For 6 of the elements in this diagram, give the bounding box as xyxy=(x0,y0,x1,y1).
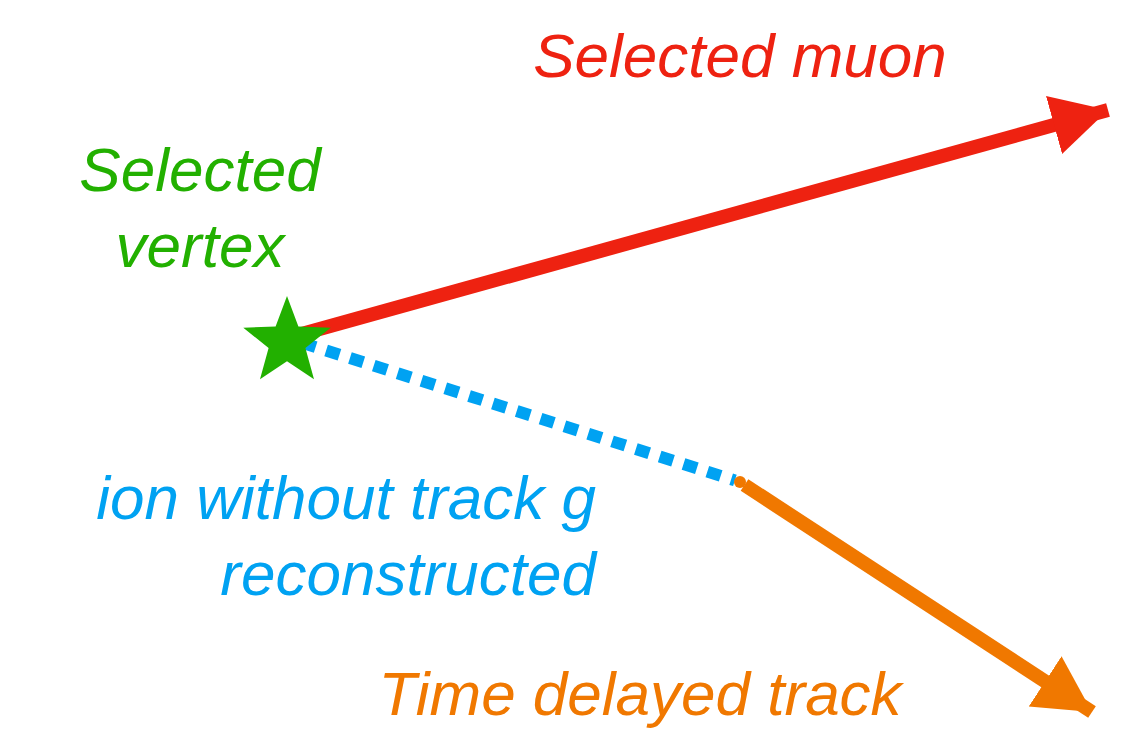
vertex-caption: Selected vertex xyxy=(78,134,324,282)
track-arrow xyxy=(740,479,1096,718)
edge-label: Selected muon xyxy=(532,20,948,92)
track-kink-point xyxy=(734,476,746,488)
edge-label: ion without track g reconstructed xyxy=(95,462,596,610)
edge-label: Time delayed track xyxy=(377,658,905,730)
